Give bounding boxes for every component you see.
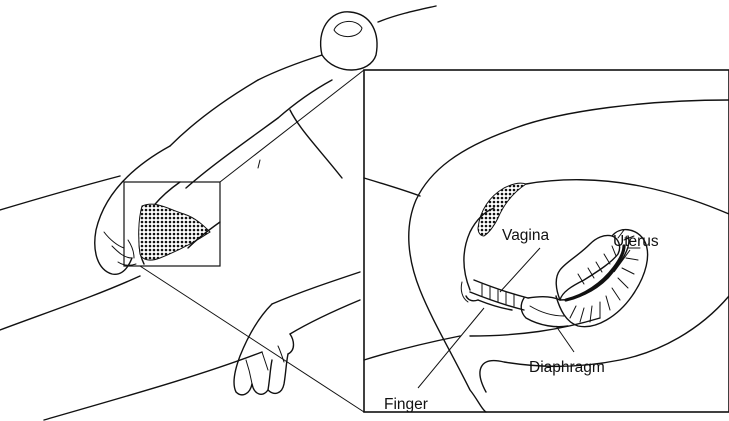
finger-leader	[418, 308, 484, 388]
uterus-label: Uterus	[613, 233, 659, 250]
zoom-line-bottom	[140, 266, 364, 412]
detail-content	[128, 182, 220, 264]
vagina-leader	[500, 248, 540, 292]
finger-label: Finger	[384, 396, 428, 413]
vagina-label: Vagina	[502, 227, 549, 244]
diaphragm-leader	[556, 326, 574, 352]
zoom-line-top	[220, 70, 364, 182]
diaphragm-label: Diaphragm	[529, 359, 605, 376]
